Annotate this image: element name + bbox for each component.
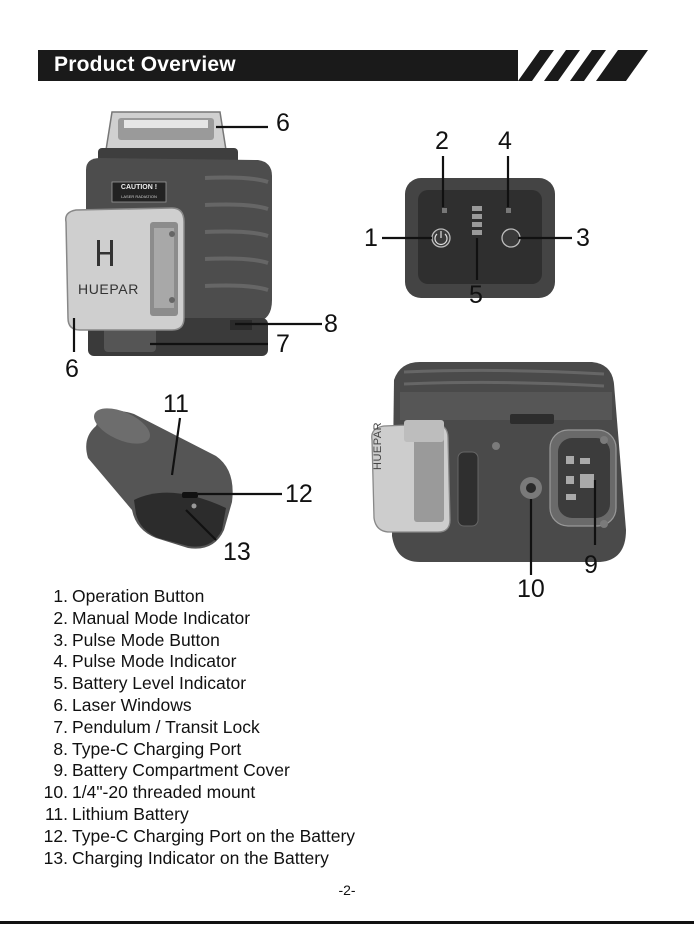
list-item-number: 10. bbox=[32, 782, 68, 804]
list-item: 7.Pendulum / Transit Lock bbox=[32, 717, 355, 739]
list-item-label: Charging Indicator on the Battery bbox=[72, 848, 329, 868]
callout-10: 10 bbox=[517, 577, 545, 602]
page-number: -2- bbox=[0, 882, 694, 898]
list-item: 1.Operation Button bbox=[32, 586, 355, 608]
list-item: 13.Charging Indicator on the Battery bbox=[32, 848, 355, 870]
list-item: 5.Battery Level Indicator bbox=[32, 673, 355, 695]
list-item-label: Operation Button bbox=[72, 586, 204, 606]
list-item-number: 13. bbox=[32, 848, 68, 870]
parts-list: 1.Operation Button 2.Manual Mode Indicat… bbox=[32, 586, 355, 869]
callout-11: 11 bbox=[163, 392, 189, 417]
callout-8: 8 bbox=[324, 312, 338, 337]
bottom-rule-divider bbox=[0, 921, 694, 924]
list-item: 2.Manual Mode Indicator bbox=[32, 608, 355, 630]
list-item-label: Type-C Charging Port on the Battery bbox=[72, 826, 355, 846]
callout-4: 4 bbox=[498, 129, 512, 154]
list-item-label: Battery Level Indicator bbox=[72, 673, 246, 693]
list-item: 9.Battery Compartment Cover bbox=[32, 760, 355, 782]
list-item-label: Battery Compartment Cover bbox=[72, 760, 290, 780]
list-item-label: 1/4"-20 threaded mount bbox=[72, 782, 255, 802]
callout-7: 7 bbox=[276, 332, 290, 357]
list-item-number: 4. bbox=[32, 651, 68, 673]
list-item: 8.Type-C Charging Port bbox=[32, 739, 355, 761]
laser-level-front-image bbox=[66, 112, 272, 356]
callout-3: 3 bbox=[576, 226, 590, 251]
caution-label-title: CAUTION ! bbox=[113, 183, 165, 192]
laser-level-rear-image bbox=[372, 362, 626, 562]
huepar-logo-rear: HUEPAR bbox=[372, 422, 384, 470]
list-item-label: Type-C Charging Port bbox=[72, 739, 241, 759]
list-item-number: 9. bbox=[32, 760, 68, 782]
list-item-label: Lithium Battery bbox=[72, 804, 189, 824]
list-item-number: 3. bbox=[32, 630, 68, 652]
list-item-label: Manual Mode Indicator bbox=[72, 608, 250, 628]
list-item: 4.Pulse Mode Indicator bbox=[32, 651, 355, 673]
list-item-number: 8. bbox=[32, 739, 68, 761]
list-item-label: Pulse Mode Indicator bbox=[72, 651, 236, 671]
callout-5: 5 bbox=[469, 283, 483, 308]
list-item-label: Laser Windows bbox=[72, 695, 192, 715]
list-item-number: 11. bbox=[32, 804, 68, 826]
callout-1: 1 bbox=[364, 226, 378, 251]
callout-9: 9 bbox=[584, 553, 598, 578]
callout-6-bottom: 6 bbox=[65, 357, 79, 382]
callout-13: 13 bbox=[223, 540, 251, 565]
list-item-number: 7. bbox=[32, 717, 68, 739]
list-item: 6.Laser Windows bbox=[32, 695, 355, 717]
caution-label: CAUTION ! LASER RADIATION bbox=[113, 183, 165, 201]
callout-6-top: 6 bbox=[276, 111, 290, 136]
list-item-label: Pendulum / Transit Lock bbox=[72, 717, 260, 737]
list-item-number: 1. bbox=[32, 586, 68, 608]
list-item: 12.Type-C Charging Port on the Battery bbox=[32, 826, 355, 848]
callout-2: 2 bbox=[435, 129, 449, 154]
list-item-number: 5. bbox=[32, 673, 68, 695]
lithium-battery-image bbox=[86, 401, 232, 549]
list-item: 11.Lithium Battery bbox=[32, 804, 355, 826]
list-item-number: 2. bbox=[32, 608, 68, 630]
list-item-label: Pulse Mode Button bbox=[72, 630, 220, 650]
caution-label-sub: LASER RADIATION bbox=[113, 192, 165, 201]
callout-12: 12 bbox=[285, 482, 313, 507]
list-item: 3.Pulse Mode Button bbox=[32, 630, 355, 652]
list-item: 10.1/4"-20 threaded mount bbox=[32, 782, 355, 804]
list-item-number: 12. bbox=[32, 826, 68, 848]
list-item-number: 6. bbox=[32, 695, 68, 717]
huepar-logo: HUEPAR bbox=[78, 281, 139, 297]
